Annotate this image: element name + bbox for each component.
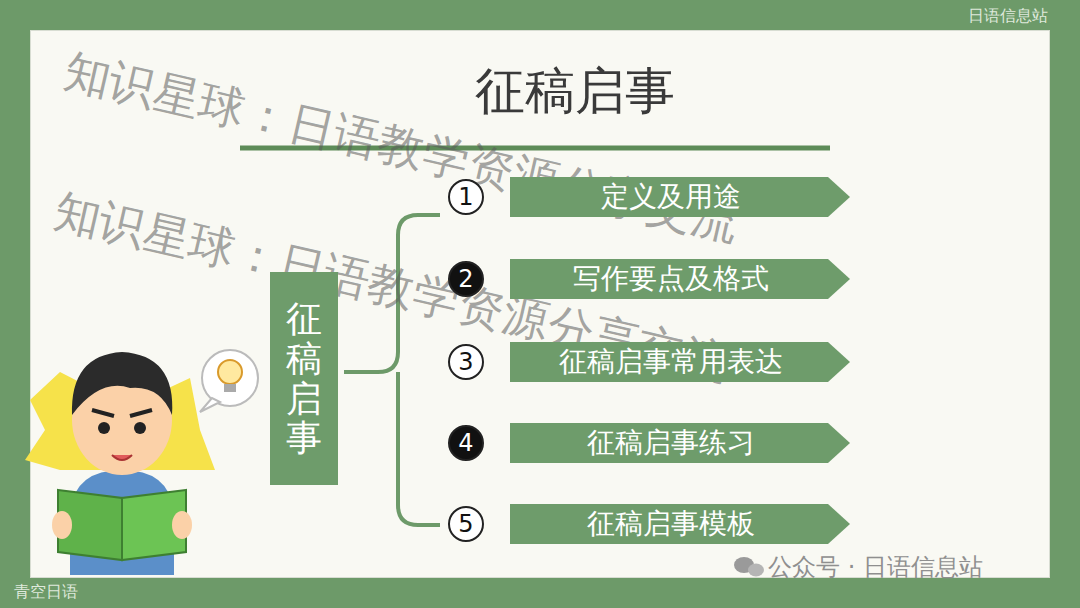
band-fill	[510, 177, 850, 217]
corner-label: 公众号 · 日语信息站	[768, 551, 983, 583]
arrow-band: 定义及用途	[510, 177, 850, 217]
band-fill	[510, 259, 850, 299]
arrow-band: 征稿启事常用表达	[510, 342, 850, 382]
node-text: 征稿启事模板	[587, 505, 755, 543]
callout-number: 3	[458, 350, 473, 374]
node-text: 征稿启事练习	[587, 424, 755, 462]
node-text: 征稿启事	[286, 299, 322, 457]
arrow-band: 征稿启事模板	[510, 504, 850, 544]
vertical-box: 征稿启事	[270, 272, 338, 485]
number-circle: 4	[448, 425, 484, 461]
callout-number: 2	[458, 267, 473, 291]
wechat-icon	[734, 557, 764, 577]
node-text: 征稿启事常用表达	[559, 343, 783, 381]
number-circle: 5	[448, 506, 484, 542]
title: 征稿启事	[475, 58, 675, 125]
number-circle: 3	[448, 344, 484, 380]
band-fill	[510, 423, 850, 463]
arrow-band: 写作要点及格式	[510, 259, 850, 299]
corner-label: 日语信息站	[968, 6, 1048, 27]
callout-number: 4	[458, 431, 473, 455]
band-fill	[510, 504, 850, 544]
boy-illustration	[25, 350, 258, 575]
callout-number: 1	[458, 185, 473, 209]
corner-label: 青空日语	[14, 582, 78, 603]
number-circle: 2	[448, 261, 484, 297]
node-text: 定义及用途	[601, 178, 741, 216]
callout-number: 5	[458, 512, 473, 536]
number-circle: 1	[448, 179, 484, 215]
band-fill	[510, 342, 850, 382]
arrow-band: 征稿启事练习	[510, 423, 850, 463]
node-text: 写作要点及格式	[573, 260, 769, 298]
